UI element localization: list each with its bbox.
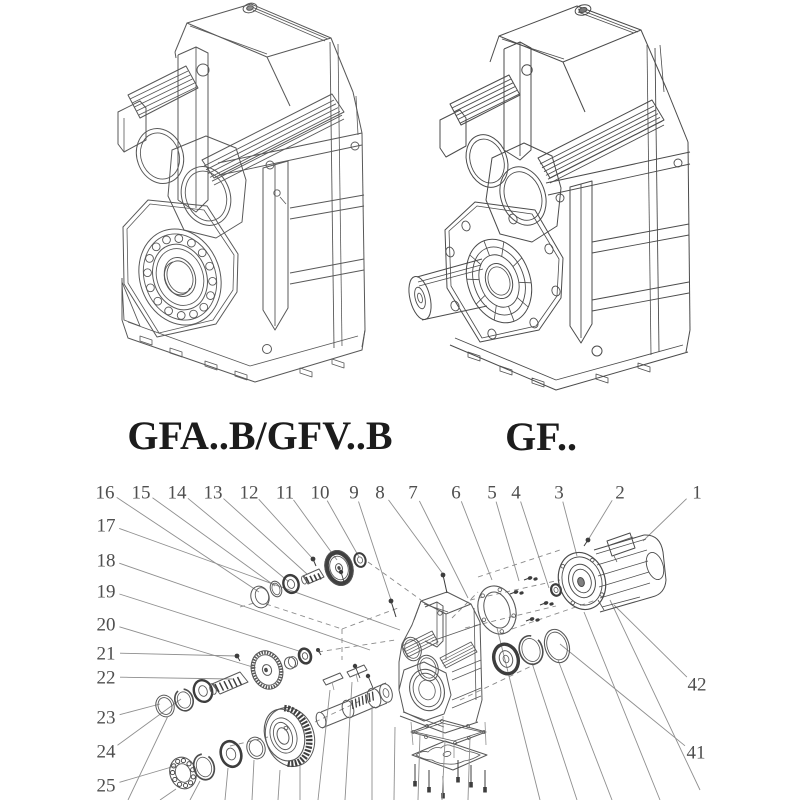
svg-text:23: 23: [97, 708, 116, 729]
svg-text:16: 16: [96, 483, 115, 504]
svg-text:24: 24: [97, 742, 117, 763]
svg-text:8: 8: [375, 483, 385, 504]
svg-text:41: 41: [687, 743, 706, 764]
svg-text:13: 13: [204, 483, 223, 504]
svg-text:18: 18: [97, 551, 116, 572]
svg-text:12: 12: [240, 483, 259, 504]
svg-text:10: 10: [311, 483, 330, 504]
svg-text:6: 6: [451, 483, 461, 504]
svg-text:GF..: GF..: [505, 414, 577, 459]
svg-text:15: 15: [132, 483, 151, 504]
svg-text:2: 2: [615, 483, 625, 504]
svg-text:25: 25: [97, 776, 116, 797]
svg-text:11: 11: [276, 483, 294, 504]
svg-text:9: 9: [349, 483, 359, 504]
svg-text:1: 1: [692, 483, 702, 504]
svg-text:17: 17: [97, 516, 116, 537]
svg-text:22: 22: [97, 668, 116, 689]
svg-text:14: 14: [168, 483, 188, 504]
svg-text:20: 20: [97, 615, 116, 636]
svg-text:GFA..B/GFV..B: GFA..B/GFV..B: [127, 413, 392, 458]
svg-text:21: 21: [97, 644, 116, 665]
svg-text:3: 3: [554, 483, 564, 504]
svg-text:5: 5: [487, 483, 497, 504]
svg-text:4: 4: [511, 483, 521, 504]
svg-text:7: 7: [408, 483, 418, 504]
svg-text:19: 19: [97, 582, 116, 603]
svg-text:42: 42: [688, 675, 707, 696]
